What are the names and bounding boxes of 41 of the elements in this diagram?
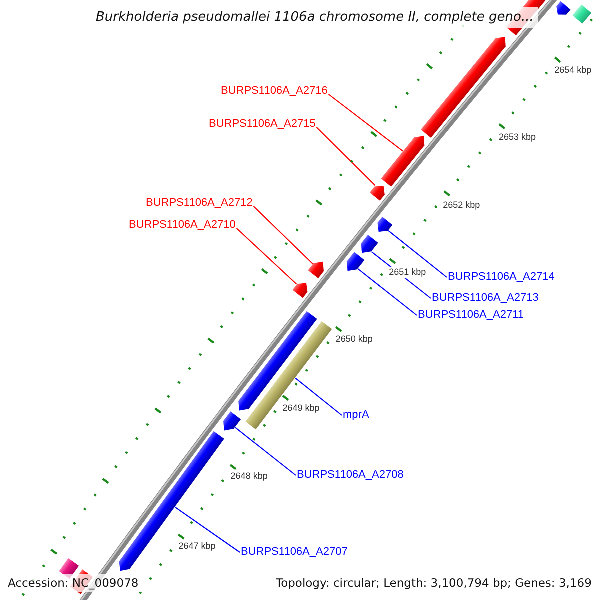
- leader-line: [388, 230, 448, 278]
- gene-feature: [556, 1, 571, 15]
- gene-feature: [119, 431, 224, 572]
- scale-label: 2649 kbp: [282, 403, 321, 414]
- gene-feature: [223, 412, 242, 431]
- gene-label: BURPS1106A_A2711: [418, 309, 524, 322]
- scale-label: 2647 kbp: [178, 541, 217, 552]
- scale-label: 2654 kbp: [554, 65, 593, 76]
- gene-feature: [378, 217, 393, 232]
- accession-text: Accession: NC_009078: [6, 574, 141, 592]
- scale-label: 2650 kbp: [334, 334, 374, 346]
- scale-label: 2652 kbp: [442, 200, 482, 211]
- gene-label: BURPS1106A_A2710: [129, 219, 236, 232]
- gene-feature: [361, 234, 378, 254]
- gene-label: BURPS1106A_A2714: [448, 271, 555, 284]
- gene-feature: [347, 252, 365, 272]
- gene-feature: [381, 136, 425, 187]
- leader-line: [253, 206, 314, 264]
- leader-line: [316, 127, 376, 186]
- gene-label: BURPS1106A_A2707: [241, 546, 348, 559]
- gene-feature: [572, 4, 592, 24]
- leader-line: [175, 507, 240, 553]
- leader-line: [236, 228, 298, 285]
- leader-line: [358, 268, 418, 316]
- scale-label: 2653 kbp: [498, 132, 538, 143]
- gene-label: BURPS1106A_A2712: [146, 197, 253, 210]
- gene-label: mprA: [343, 409, 370, 422]
- gene-feature: [292, 283, 308, 298]
- gene-feature: [238, 311, 318, 411]
- gene-label: BURPS1106A_A2716: [221, 85, 328, 98]
- gene-feature: [370, 186, 385, 201]
- leader-line: [295, 378, 342, 416]
- gene-feature: [308, 262, 324, 278]
- gene-feature: [246, 321, 332, 430]
- scale-label: 2651 kbp: [388, 266, 428, 278]
- leader-line: [328, 94, 404, 152]
- leader-line: [234, 427, 296, 476]
- scale-label: 2648 kbp: [230, 471, 269, 482]
- gene-label: BURPS1106A_A2708: [297, 469, 404, 482]
- gene-label: BURPS1106A_A2715: [209, 118, 316, 131]
- gene-label: BURPS1106A_A2713: [432, 292, 539, 305]
